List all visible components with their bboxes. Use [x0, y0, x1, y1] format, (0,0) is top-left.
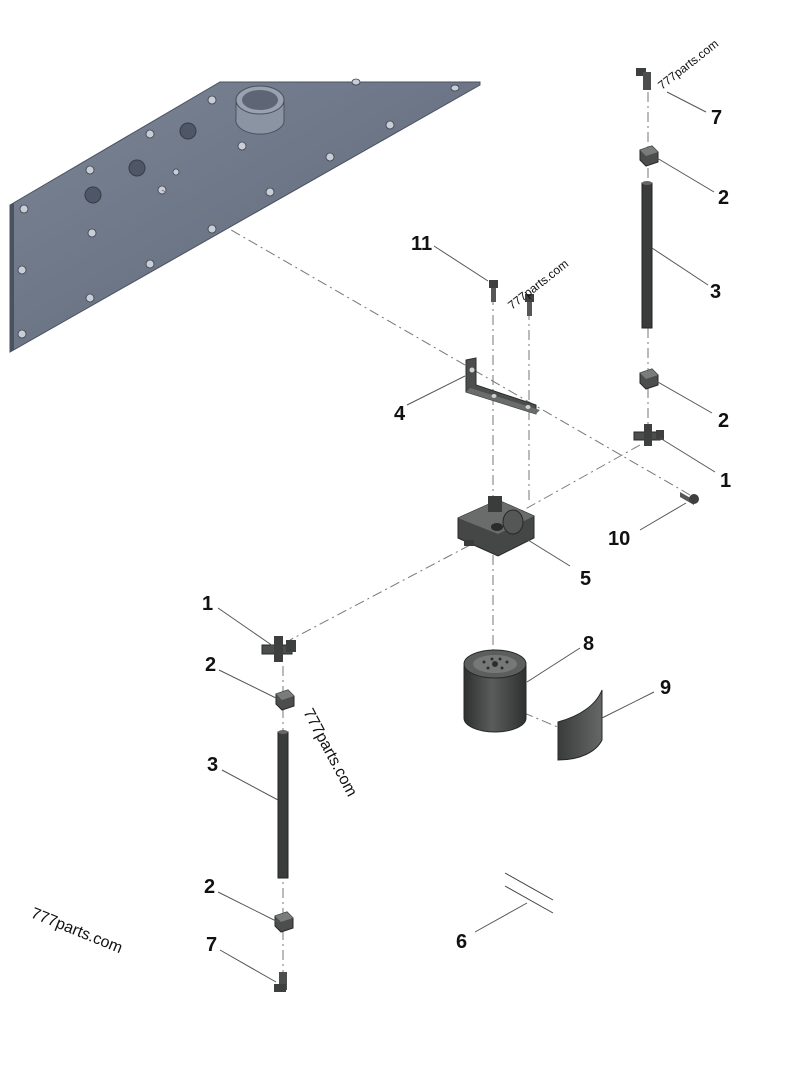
- filter-base-part-5: [457, 496, 535, 557]
- callout-2-upper-a: 2: [718, 187, 729, 209]
- mounting-plate: [9, 78, 481, 353]
- clamp-part-2-lower-a: [275, 689, 295, 711]
- bracket-part-4: [465, 357, 540, 415]
- callout-2-lower-b: 2: [204, 876, 215, 898]
- filter-part-8: [463, 649, 527, 733]
- callout-3-upper: 3: [710, 281, 721, 303]
- callout-11: 11: [411, 233, 432, 255]
- tee-part-1-upper: [633, 424, 664, 446]
- bolt-part-10: [680, 492, 699, 505]
- shield-part-9: [557, 689, 603, 761]
- hose-part-3-lower: [277, 730, 289, 879]
- tube-part-6: [504, 872, 554, 914]
- callout-4: 4: [394, 403, 406, 425]
- plate-bushing: [235, 85, 285, 135]
- callout-9: 9: [660, 677, 671, 699]
- watermark-top-right: 777parts.com: [655, 37, 721, 93]
- callout-7-upper: 7: [711, 107, 722, 129]
- clamp-part-2-upper-b: [639, 368, 659, 390]
- elbow-part-7-lower: [274, 972, 287, 992]
- callout-8: 8: [583, 633, 594, 655]
- callout-6: 6: [456, 931, 467, 953]
- callout-3-lower: 3: [207, 754, 218, 776]
- callout-10: 10: [608, 528, 630, 550]
- hose-part-3-upper: [641, 181, 653, 329]
- watermark-bottom-left: 777parts.com: [29, 905, 125, 957]
- callout-1-upper: 1: [720, 470, 731, 492]
- tee-part-1-lower: [261, 636, 296, 662]
- clamp-part-2-lower-b: [274, 911, 294, 933]
- elbow-part-7-upper: [636, 68, 651, 90]
- watermark-lower-vertical: 777parts.com: [299, 706, 360, 800]
- leader-lines: [217, 91, 716, 983]
- callout-1-lower: 1: [202, 593, 213, 615]
- callout-7-lower: 7: [206, 934, 217, 956]
- callout-5: 5: [580, 568, 591, 590]
- clamp-part-2-upper-a: [639, 145, 659, 167]
- callouts: 7 2 3 2 1 10 11 4 5 8 9 6 1 2 3 2 7: [202, 107, 731, 956]
- watermark-center: 777parts.com: [505, 257, 571, 313]
- callout-2-lower-a: 2: [205, 654, 216, 676]
- callout-2-upper-b: 2: [718, 410, 729, 432]
- bolt-part-11: [489, 280, 534, 316]
